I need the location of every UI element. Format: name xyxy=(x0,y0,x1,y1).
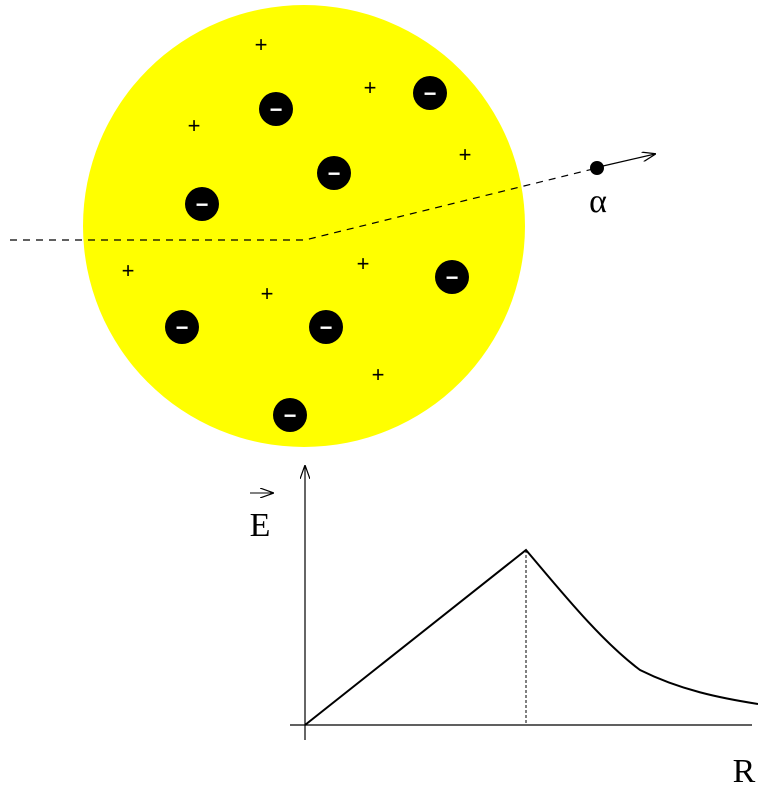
svg-text:−: − xyxy=(270,97,283,122)
svg-text:−: − xyxy=(176,315,189,340)
positive-charge: + xyxy=(122,258,135,283)
positive-charge: + xyxy=(459,142,472,167)
field-graph: E R xyxy=(250,466,758,786)
positive-charge: + xyxy=(255,32,268,57)
electron: − xyxy=(259,92,293,126)
svg-text:−: − xyxy=(196,192,209,217)
electron: − xyxy=(185,187,219,221)
positive-charge: + xyxy=(188,113,201,138)
positive-charge: + xyxy=(372,362,385,387)
alpha-direction-arrow xyxy=(602,154,655,167)
svg-text:−: − xyxy=(446,265,459,290)
positive-charge: + xyxy=(357,251,370,276)
svg-text:−: − xyxy=(284,403,297,428)
alpha-label: α xyxy=(589,183,607,220)
electron: − xyxy=(273,398,307,432)
alpha-trajectory xyxy=(10,167,598,241)
svg-text:−: − xyxy=(424,81,437,106)
alpha-particle xyxy=(590,161,604,175)
electron: − xyxy=(309,310,343,344)
field-curve xyxy=(304,548,758,726)
x-axis-label: R xyxy=(733,753,756,786)
positive-charge: + xyxy=(364,75,377,100)
electrons: − − − − − − − − xyxy=(165,76,469,432)
electron: − xyxy=(413,76,447,110)
electron: − xyxy=(317,156,351,190)
electron: − xyxy=(165,310,199,344)
positive-charges: + + + + + + + + xyxy=(122,32,472,387)
svg-text:−: − xyxy=(320,315,333,340)
y-axis-label: E xyxy=(250,507,271,544)
positive-charge-sphere xyxy=(83,5,525,447)
svg-text:−: − xyxy=(328,161,341,186)
positive-charge: + xyxy=(261,281,274,306)
electron: − xyxy=(435,260,469,294)
